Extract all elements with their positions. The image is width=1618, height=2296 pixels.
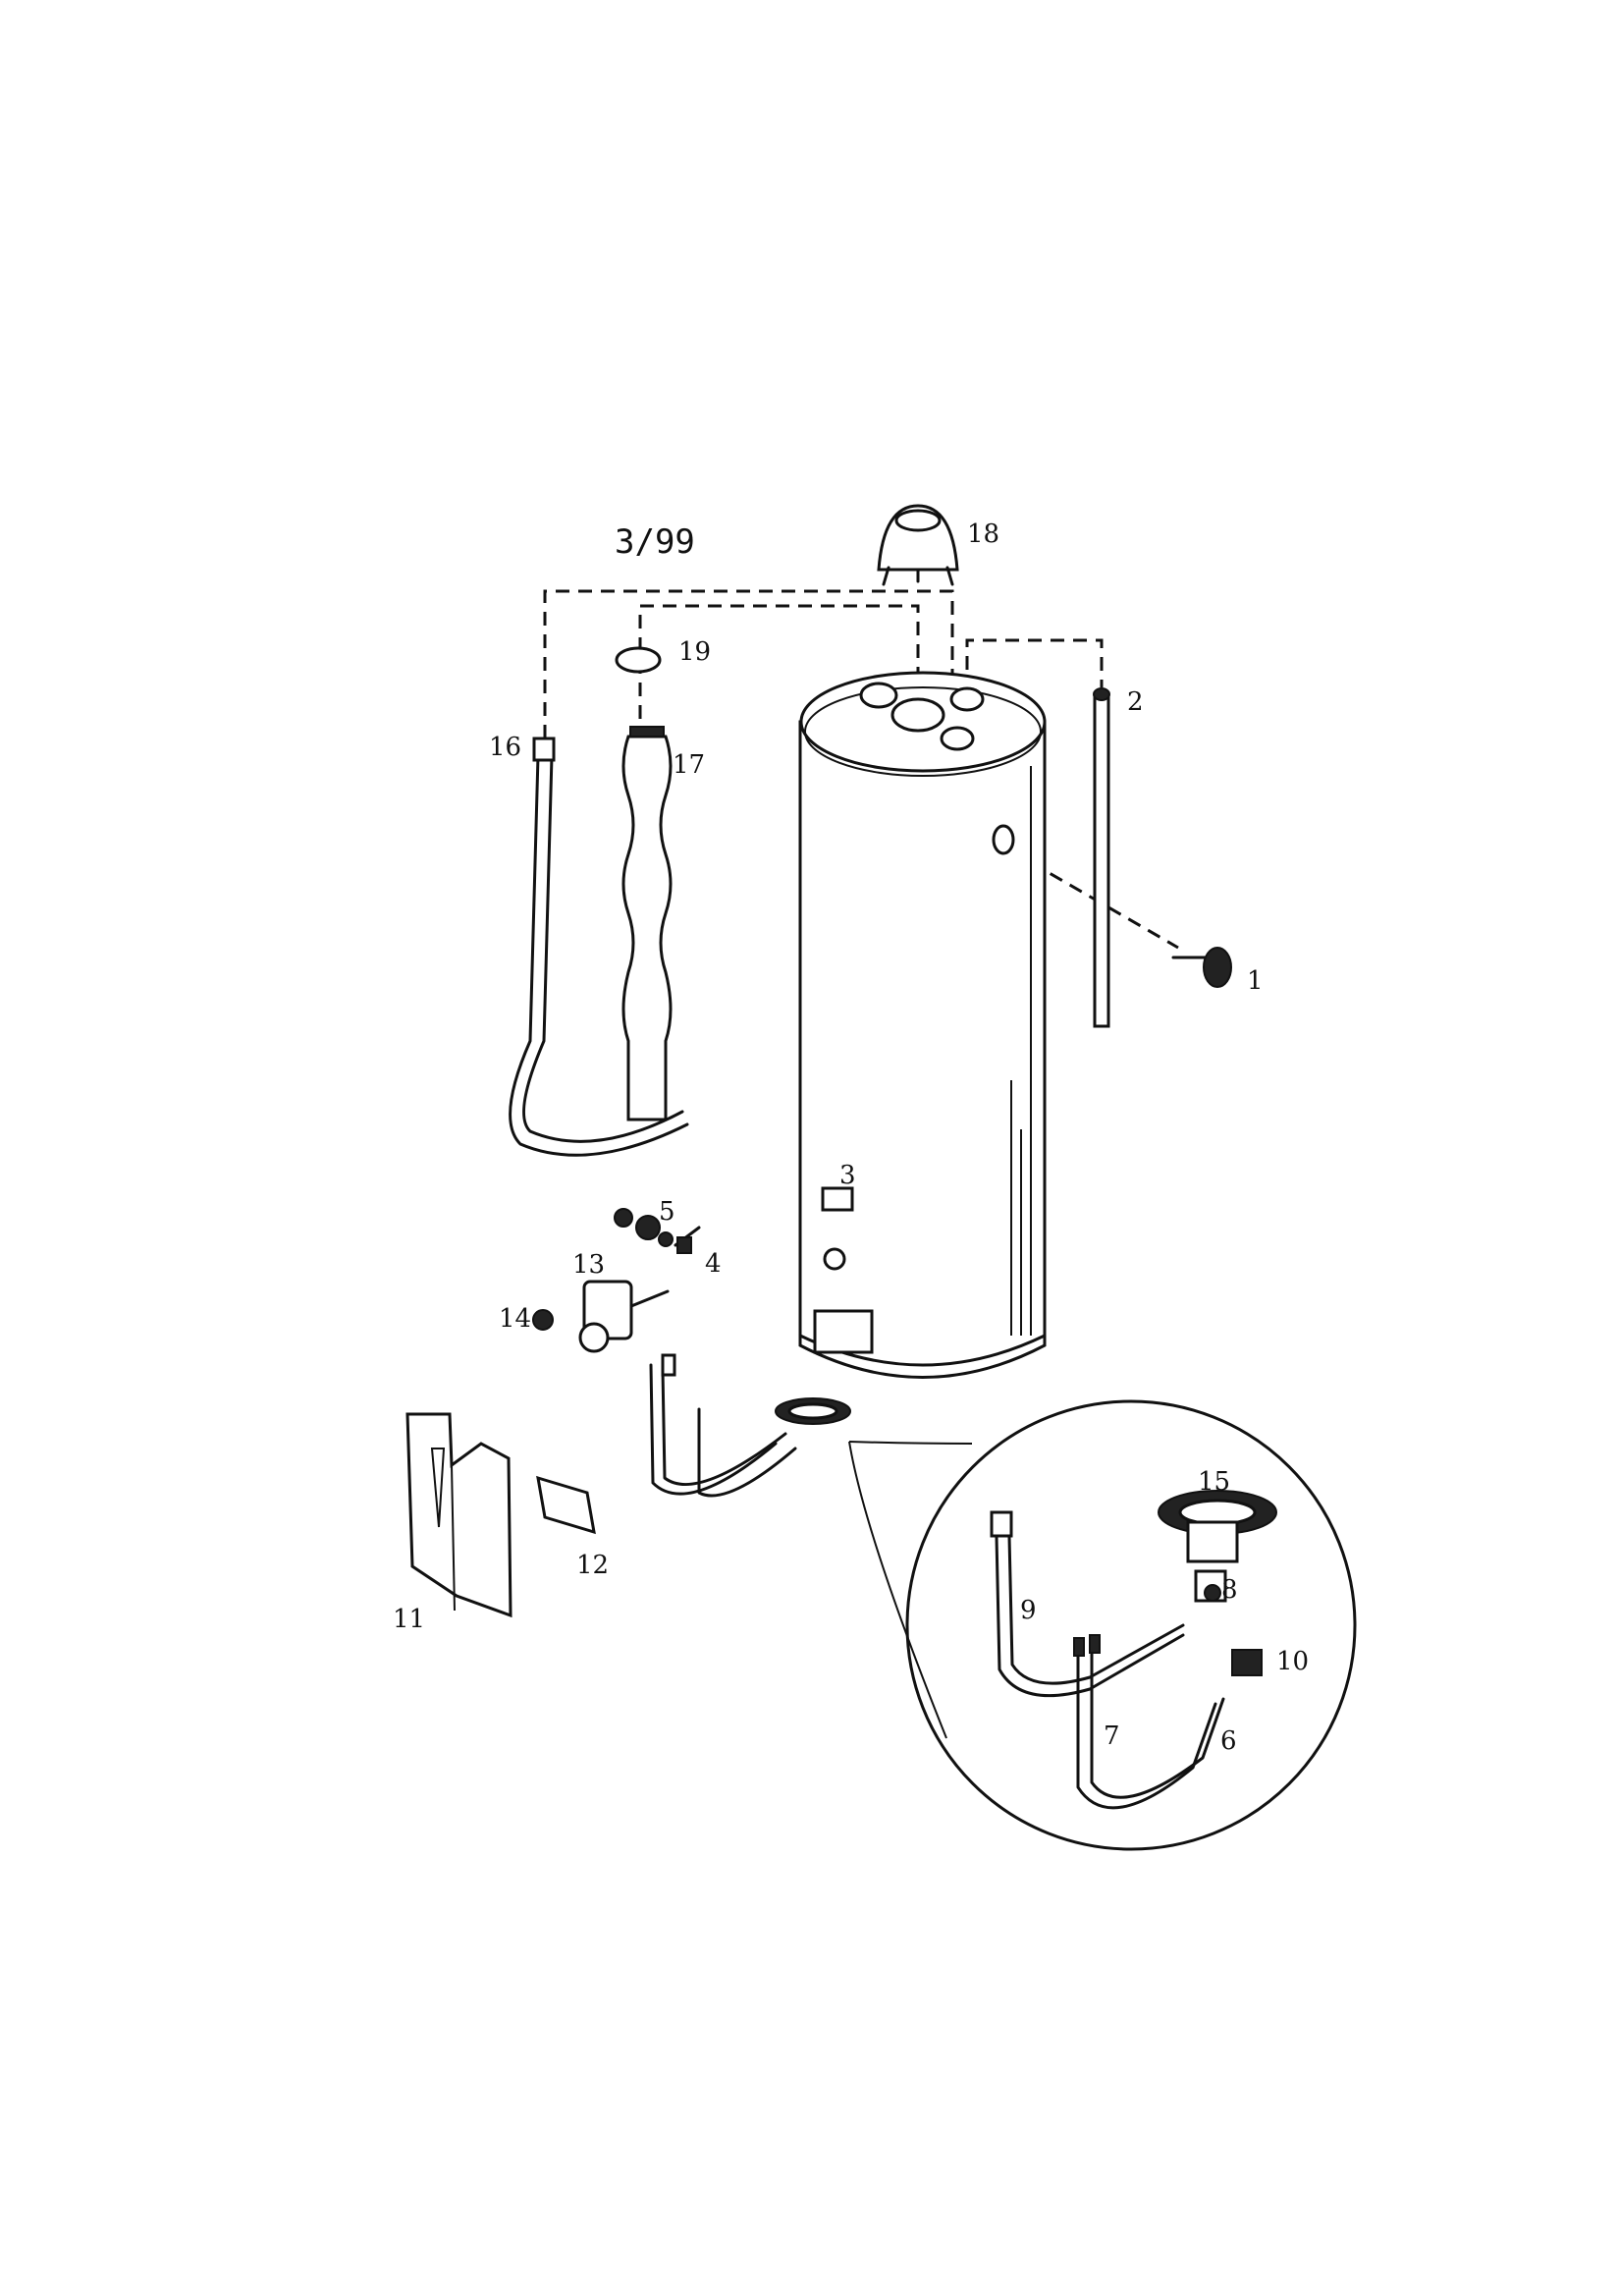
callout-15: 15 xyxy=(1198,1467,1230,1497)
callout-18: 18 xyxy=(967,519,999,549)
callout-16: 16 xyxy=(489,733,521,762)
outer-door xyxy=(405,1412,512,1618)
callout-12: 12 xyxy=(576,1551,609,1580)
nut xyxy=(532,1309,554,1331)
top-port-left xyxy=(859,682,898,709)
callout-2: 2 xyxy=(1127,687,1144,717)
dip-tube xyxy=(509,737,689,1157)
detail-magnifier xyxy=(848,1399,1357,1851)
callout-19: 19 xyxy=(678,637,711,667)
flue-baffle xyxy=(621,726,673,1121)
gas-control-valve xyxy=(578,1280,670,1353)
callout-17: 17 xyxy=(673,750,705,780)
detail-pilot-assembly xyxy=(990,1490,1277,1810)
callout-5: 5 xyxy=(659,1197,675,1227)
callout-7: 7 xyxy=(1104,1722,1120,1751)
tank-side-opening xyxy=(992,824,1015,855)
callout-6: 6 xyxy=(1220,1726,1237,1756)
callout-1: 1 xyxy=(1247,966,1264,996)
drain-valve xyxy=(1171,947,1232,988)
top-port-front xyxy=(940,726,975,751)
burner-assembly xyxy=(649,1353,851,1498)
callout-10: 10 xyxy=(1276,1647,1309,1676)
anode-rod xyxy=(1093,687,1110,1028)
callout-9: 9 xyxy=(1020,1596,1037,1625)
callout-3: 3 xyxy=(839,1161,856,1190)
inner-door xyxy=(536,1475,596,1535)
callout-8: 8 xyxy=(1221,1575,1238,1605)
fittings-4-5 xyxy=(614,1208,701,1254)
water-heater-tank xyxy=(798,671,1047,1379)
callout-labels: 1 2 3 4 5 6 7 8 9 10 11 12 13 14 15 16 1… xyxy=(393,519,1309,1756)
revision-label: 3/99 xyxy=(615,522,695,562)
callout-13: 13 xyxy=(572,1250,605,1280)
tank-label-3 xyxy=(821,1186,854,1212)
top-port-center xyxy=(890,697,945,733)
draft-hood xyxy=(877,504,959,586)
callout-4: 4 xyxy=(705,1249,722,1279)
gasket-ring xyxy=(615,646,662,674)
callout-14: 14 xyxy=(499,1304,531,1334)
callout-11: 11 xyxy=(393,1605,425,1634)
top-port-right xyxy=(949,686,985,712)
